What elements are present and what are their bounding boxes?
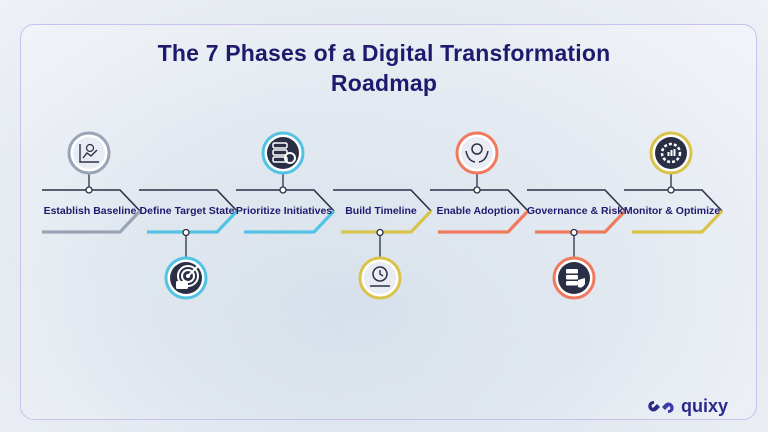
- server-shield-icon: [552, 256, 596, 300]
- phase-4-label: Build Timeline: [345, 205, 417, 217]
- phase-1-label: Establish Baseline: [43, 205, 137, 217]
- phase-6-arrow-top: [527, 189, 626, 212]
- phase-2-connector-dot: [182, 228, 190, 237]
- content-frame: [20, 24, 757, 420]
- phase-1-arrow-top: [42, 189, 141, 212]
- clock-timeline-icon: [358, 256, 402, 300]
- phase-1-arrow-band: [42, 209, 142, 234]
- title-line-1: The 7 Phases of a Digital Transformation: [157, 40, 611, 66]
- phase-5-connector-dot: [473, 186, 481, 194]
- phase-7-connector-dot: [667, 186, 675, 194]
- phase-4-arrow-band: [341, 209, 433, 234]
- quixy-logo: quixy: [646, 396, 728, 417]
- hands-gear-icon: [455, 131, 499, 175]
- phase-6-arrow-band: [535, 209, 627, 234]
- phase-4-arrow-top: [333, 189, 432, 212]
- phase-7-arrow-band: [632, 209, 724, 234]
- phase-5-label: Enable Adoption: [436, 205, 520, 217]
- phase-1-connector-dot: [85, 186, 93, 194]
- phase-2-arrow-top: [139, 189, 238, 212]
- title-line-2: Roadmap: [330, 70, 438, 96]
- diagram-title: The 7 Phases of a Digital Transformation…: [0, 38, 768, 98]
- phase-5-arrow-band: [438, 209, 530, 234]
- phase-5-arrow-top: [430, 189, 529, 212]
- phase-6-label: Governance & Risk: [526, 205, 624, 217]
- phase-3-arrow-band: [244, 209, 336, 234]
- quixy-logo-icon: [648, 400, 674, 413]
- phase-3-connector-dot: [279, 186, 287, 194]
- phase-4-connector-dot: [376, 228, 384, 237]
- phase-6-connector-dot: [570, 228, 578, 237]
- phase-7-label: Monitor & Optimize: [623, 205, 721, 217]
- logo-text: quixy: [680, 396, 728, 416]
- phase-3-arrow-top: [236, 189, 335, 212]
- phase-3-label: Prioritize Initiatives: [235, 205, 333, 217]
- phase-2-label: Define Target State: [139, 205, 235, 217]
- chart-analytics-icon: [67, 131, 111, 175]
- gear-chart-icon: [649, 131, 693, 175]
- server-gear-icon: [261, 131, 305, 175]
- phase-7-arrow-top: [624, 189, 723, 212]
- target-icon: [164, 256, 208, 300]
- phase-2-arrow-band: [147, 209, 239, 234]
